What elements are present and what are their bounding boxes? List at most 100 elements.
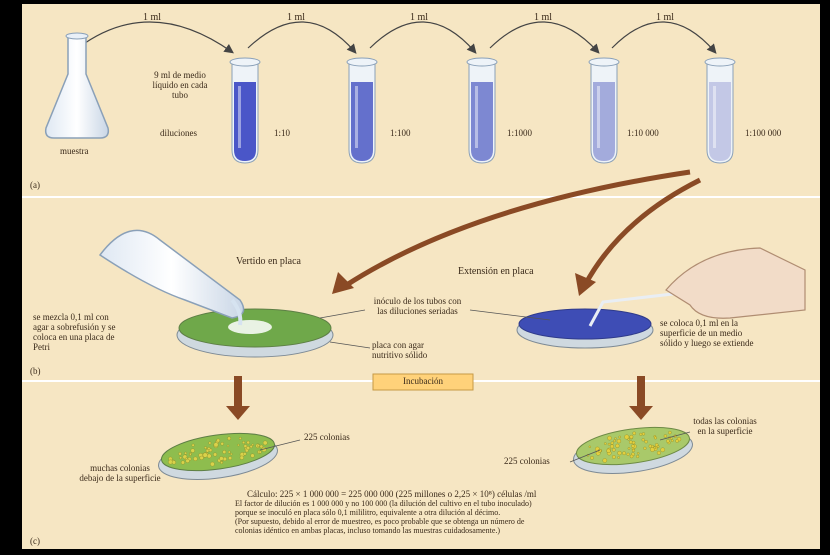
colony-dot xyxy=(636,455,639,458)
dilution-ratio: 1:100 xyxy=(390,128,411,138)
colony-dot xyxy=(257,445,259,447)
colony-dot xyxy=(610,445,614,449)
transfer-label: 1 ml xyxy=(143,12,161,23)
colony-dot xyxy=(221,442,224,445)
colony-dot xyxy=(228,456,231,459)
colony-dot xyxy=(631,445,634,448)
colony-dot xyxy=(263,441,267,445)
colony-dot xyxy=(608,443,610,445)
below-surface-label: muchas colonias debajo de la superficie xyxy=(60,463,180,483)
colony-dot xyxy=(607,449,611,453)
colony-dot xyxy=(189,454,191,456)
colony-dot xyxy=(259,451,262,454)
colony-dot xyxy=(230,453,232,455)
colony-dot xyxy=(203,453,208,458)
spread-plate-description: se coloca 0,1 ml en la superficie de un … xyxy=(660,318,753,348)
spread-plate-title: Extensión en placa xyxy=(458,266,534,277)
colony-dot xyxy=(207,454,211,458)
test-tube xyxy=(589,58,619,163)
colony-dot xyxy=(217,439,220,442)
colony-dot xyxy=(664,435,667,438)
colony-dot xyxy=(603,458,607,462)
incubation-arrow xyxy=(637,376,645,408)
colony-dot xyxy=(219,457,223,461)
colony-dot xyxy=(604,443,606,445)
dilution-ratio: 1:1000 xyxy=(507,128,532,138)
colony-dot xyxy=(657,446,659,448)
transfer-label: 1 ml xyxy=(287,12,305,23)
colony-dot xyxy=(186,459,190,463)
colony-dot xyxy=(611,442,614,445)
colony-dot xyxy=(243,452,246,455)
test-tube xyxy=(230,58,260,163)
pour-plate xyxy=(177,309,333,357)
colony-dot xyxy=(618,456,620,458)
colony-dot xyxy=(260,445,263,448)
pour-plate-title: Vertido en placa xyxy=(236,256,301,267)
panel-label-b: (b) xyxy=(30,366,41,376)
panel-label-c: (c) xyxy=(30,536,40,546)
test-tube xyxy=(467,58,497,163)
colony-dot xyxy=(629,441,632,444)
colony-dot xyxy=(633,432,636,435)
test-tube xyxy=(347,58,377,163)
colony-dot xyxy=(239,437,241,439)
colony-dot xyxy=(616,444,620,448)
colony-dot xyxy=(628,438,630,440)
colony-dot xyxy=(642,433,645,436)
colony-dot xyxy=(245,449,248,452)
transfer-label: 1 ml xyxy=(410,12,428,23)
dilution-ratio: 1:10 000 xyxy=(627,128,659,138)
colony-dot xyxy=(590,456,593,459)
colony-dot xyxy=(666,440,669,443)
colony-dot xyxy=(210,462,214,466)
colony-dot xyxy=(632,441,635,444)
medium-label: 9 ml de medio líquido en cada tubo xyxy=(130,70,230,100)
colony-dot xyxy=(220,462,222,464)
transfer-label: 1 ml xyxy=(534,12,552,23)
colony-dot xyxy=(654,437,657,440)
colony-dot xyxy=(247,441,250,444)
calculation-title: Cálculo: 225 × 1 000 000 = 225 000 000 (… xyxy=(247,489,536,499)
colony-dot xyxy=(208,447,211,450)
colony-dot xyxy=(645,440,648,443)
colony-count-pour: 225 colonias xyxy=(304,432,350,442)
colony-dot xyxy=(615,438,617,440)
flask-label: muestra xyxy=(60,146,89,156)
calculation-body: El factor de dilución es 1 000 000 y no … xyxy=(235,500,755,536)
incubation-arrow xyxy=(234,376,242,408)
colony-dot xyxy=(179,457,181,459)
colony-dot xyxy=(589,446,591,448)
colony-dot xyxy=(223,450,226,453)
colony-dot xyxy=(237,444,239,446)
colony-dot xyxy=(227,437,230,440)
agar-plate-label: placa con agar nutritivo sólido xyxy=(372,340,427,360)
colony-dot xyxy=(628,447,630,449)
spread-plate xyxy=(517,309,653,348)
colony-dot xyxy=(622,452,625,455)
colony-dot xyxy=(193,457,197,461)
colony-dot xyxy=(657,451,661,455)
colony-dot xyxy=(612,455,615,458)
dilution-ratio: 1:100 000 xyxy=(745,128,781,138)
colony-dot xyxy=(676,439,679,442)
colony-dot xyxy=(181,461,185,465)
colony-dot xyxy=(251,454,255,458)
colony-dot xyxy=(654,447,656,449)
colony-dot xyxy=(192,444,195,447)
panel-label-a: (a) xyxy=(30,180,40,190)
colony-dot xyxy=(671,440,673,442)
colony-dot xyxy=(240,456,244,460)
colony-dot xyxy=(640,433,643,436)
colony-dot xyxy=(227,445,229,447)
surface-colonies-label: todas las colonias en la superficie xyxy=(670,416,780,436)
dilutions-label: diluciones xyxy=(160,128,197,138)
transfer-label: 1 ml xyxy=(656,12,674,23)
colony-dot xyxy=(661,448,665,452)
colony-dot xyxy=(637,452,639,454)
colony-dot xyxy=(619,436,621,438)
colony-dot xyxy=(252,444,254,446)
incubation-label: Incubación xyxy=(373,376,473,386)
colony-dot xyxy=(630,455,633,458)
